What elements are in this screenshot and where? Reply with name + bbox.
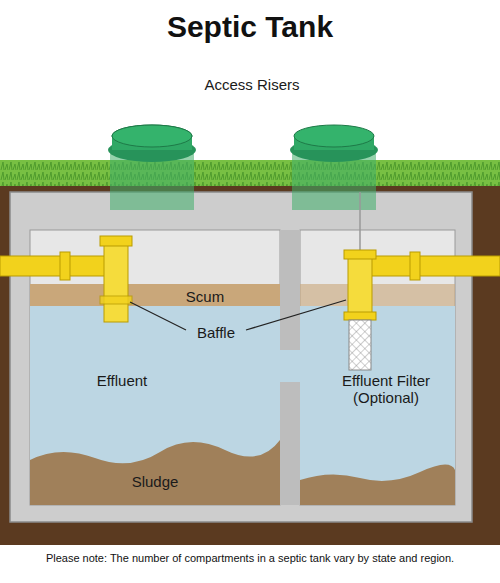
baffle-label: Baffle [197,324,235,341]
diagram-title: Septic Tank [167,10,333,45]
layer-label: Effluent [97,372,148,389]
layer-label: Scum [186,288,224,305]
filter-label: Effluent Filter (Optional) [326,372,446,407]
riser-label: Access Risers [197,76,307,93]
diagram-caption: Please note: The number of compartments … [4,552,496,565]
layer-label: Sludge [132,473,179,490]
